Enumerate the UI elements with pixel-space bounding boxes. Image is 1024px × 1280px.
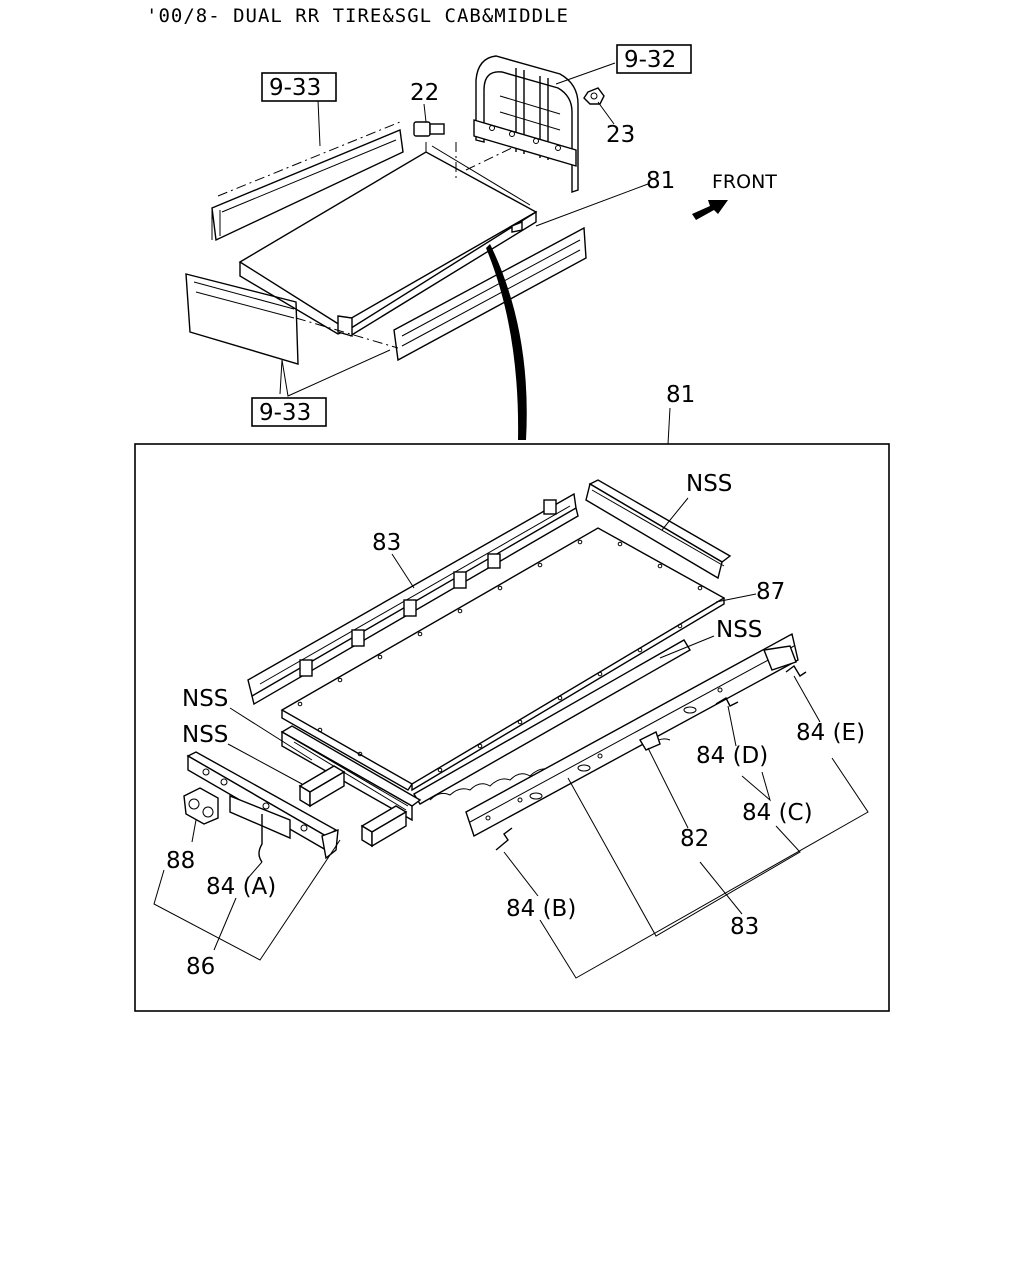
hook-84a bbox=[258, 814, 263, 863]
spacer-block-nss-1 bbox=[298, 765, 346, 808]
cross-member-nss-top bbox=[585, 479, 732, 580]
spacer-block-nss-2 bbox=[360, 805, 408, 848]
cross-member-front bbox=[280, 725, 422, 822]
ref-box-9-32[interactable] bbox=[616, 44, 692, 74]
callout-84a: 84 (A) bbox=[206, 874, 276, 900]
leader-83-bottom bbox=[699, 861, 743, 915]
side-panel-right bbox=[393, 226, 587, 362]
deck-floor-top bbox=[238, 142, 538, 337]
leader-84d bbox=[727, 705, 737, 747]
leader-81-detail bbox=[667, 407, 671, 445]
leader-9-33-bottom bbox=[279, 349, 391, 397]
callout-nss-left-2: NSS bbox=[182, 722, 228, 748]
callout-22: 22 bbox=[410, 80, 439, 106]
callout-84d: 84 (D) bbox=[696, 743, 768, 769]
callout-nss-left-1: NSS bbox=[182, 686, 228, 712]
ref-label-9-32: 9-32 bbox=[624, 47, 676, 73]
callout-88: 88 bbox=[166, 848, 195, 874]
leader-nss-top bbox=[661, 497, 689, 531]
leader-83-top bbox=[391, 553, 415, 589]
assembly-line-4 bbox=[465, 143, 521, 171]
leader-82 bbox=[647, 747, 689, 829]
callout-83-bottom: 83 bbox=[730, 914, 759, 940]
callout-87: 87 bbox=[756, 579, 785, 605]
leader-22 bbox=[423, 103, 427, 123]
leader-84c-d bbox=[741, 771, 771, 802]
leader-nss-left-1 bbox=[229, 707, 313, 761]
bracket-88 bbox=[183, 787, 219, 825]
leader-nss-left-2 bbox=[227, 743, 303, 785]
ref-box-9-33-lower[interactable] bbox=[251, 397, 327, 427]
leader-84a bbox=[247, 861, 263, 879]
leader-84b bbox=[503, 851, 539, 897]
callout-81-detail: 81 bbox=[666, 382, 695, 408]
leader-nss-right bbox=[659, 635, 715, 659]
ref-box-9-33-upper[interactable] bbox=[261, 72, 337, 102]
deck-panel-87 bbox=[280, 527, 726, 792]
leader-86 bbox=[213, 897, 237, 951]
ref-label-9-33-upper: 9-33 bbox=[269, 75, 321, 101]
callout-nss-top-right: NSS bbox=[686, 471, 732, 497]
front-label: FRONT bbox=[712, 171, 777, 193]
front-arrow-icon bbox=[692, 200, 728, 220]
side-panel-lower-left bbox=[185, 273, 299, 365]
window-guard-frame bbox=[473, 55, 579, 193]
assembly-line-2 bbox=[295, 317, 399, 349]
callout-84c: 84 (C) bbox=[742, 800, 813, 826]
leader-23 bbox=[597, 101, 615, 125]
callout-nss-right: NSS bbox=[716, 617, 762, 643]
rear-bracket-86 bbox=[186, 751, 339, 860]
hook-84e bbox=[785, 664, 807, 677]
detail-pointer bbox=[486, 244, 527, 440]
side-rail-lower-83 bbox=[465, 632, 799, 838]
group-bracket-83-outer bbox=[539, 757, 869, 979]
hook-84d bbox=[715, 697, 739, 707]
leader-81-top bbox=[535, 183, 649, 227]
assembly-line-1 bbox=[217, 121, 401, 197]
nut-23 bbox=[583, 87, 605, 105]
callout-83-top: 83 bbox=[372, 530, 401, 556]
leader-88 bbox=[191, 819, 197, 843]
leader-84e bbox=[793, 675, 821, 723]
leader-87 bbox=[715, 593, 757, 603]
leader-9-32 bbox=[555, 62, 616, 85]
side-rail-upper-83 bbox=[247, 492, 579, 706]
callout-86: 86 bbox=[186, 954, 215, 980]
detail-view: NSS 87 NSS 83 NSS NSS 88 84 (A) 86 82 83… bbox=[153, 471, 869, 980]
group-bracket-86 bbox=[153, 839, 341, 961]
callout-81-top: 81 bbox=[646, 168, 675, 194]
callout-84b: 84 (B) bbox=[506, 896, 576, 922]
ref-label-9-33-lower: 9-33 bbox=[259, 400, 311, 426]
group-bracket-83-inner bbox=[567, 777, 801, 937]
side-panel-upper-left bbox=[211, 129, 404, 242]
hook-84b bbox=[495, 827, 513, 851]
bolt-22 bbox=[413, 121, 445, 137]
callout-23: 23 bbox=[606, 122, 635, 148]
diagram-title: '00/8- DUAL RR TIRE&SGL CAB&MIDDLE bbox=[146, 5, 569, 27]
callout-84e: 84 (E) bbox=[796, 720, 865, 746]
top-exploded-view: FRONT 9-33 9-32 9-33 22 23 81 bbox=[185, 44, 777, 427]
leader-9-33-top bbox=[317, 99, 321, 147]
callout-82: 82 bbox=[680, 826, 709, 852]
